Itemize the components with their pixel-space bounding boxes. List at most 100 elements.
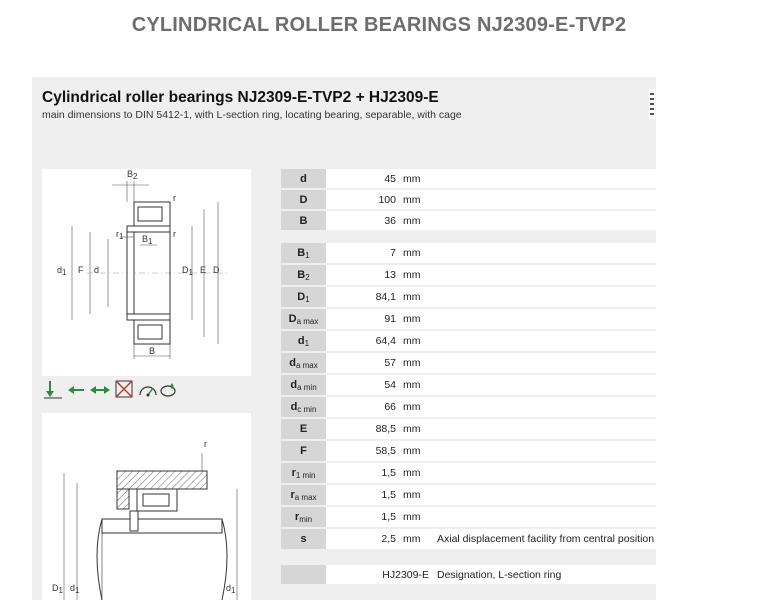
- dimension-symbol: s: [281, 528, 326, 551]
- symbol-letter: B: [297, 246, 306, 259]
- dimension-symbol: D1: [281, 286, 326, 309]
- dimension-value: 66: [326, 396, 398, 419]
- designation-note: Designation, L-section ring: [433, 565, 656, 586]
- dimension-unit: mm: [398, 506, 433, 529]
- dimension-symbol: B2: [281, 264, 326, 287]
- symbol-subscript: a max: [296, 316, 319, 326]
- dimension-note: [433, 264, 656, 287]
- dimension-symbol: ra max: [281, 484, 326, 507]
- dimension-value: 57: [326, 352, 398, 375]
- axial-load-left-icon: [68, 386, 84, 394]
- gap-cell: [281, 231, 656, 243]
- label-bottom-d1a: d1: [70, 583, 80, 595]
- dimension-value: 100: [326, 189, 398, 211]
- dimension-unit: mm: [398, 330, 433, 353]
- table-gap: [281, 550, 656, 565]
- dimension-value: 7: [326, 243, 398, 265]
- dimension-symbol: da min: [281, 374, 326, 397]
- dimension-value: 1,5: [326, 506, 398, 529]
- dimension-note: [433, 330, 656, 353]
- designation-value: HJ2309-E: [326, 565, 433, 586]
- dimension-note: Axial displacement facility from central…: [433, 528, 656, 551]
- label-b2: B2: [127, 169, 138, 181]
- symbol-letter: s: [300, 533, 307, 545]
- dimension-symbol: Da max: [281, 308, 326, 331]
- dimension-note: [433, 169, 656, 190]
- symbol-letter: D: [299, 193, 308, 206]
- symbol-letter: d: [289, 356, 296, 369]
- symbol-letter: D: [288, 312, 297, 325]
- label-r1: r1: [116, 229, 124, 241]
- label-bottom-r: r: [204, 439, 207, 449]
- symbol-subscript: 1: [305, 250, 310, 260]
- designation-symbol: [281, 565, 326, 586]
- dimension-note: [433, 506, 656, 529]
- dimension-value: 91: [326, 308, 398, 331]
- dimension-symbol: dc min: [281, 396, 326, 419]
- dimension-unit: mm: [398, 169, 433, 190]
- panel-subtitle: main dimensions to DIN 5412-1, with L-se…: [42, 109, 462, 121]
- dimension-unit: mm: [398, 264, 433, 287]
- dimension-symbol: F: [281, 440, 326, 463]
- dimension-symbol: B: [281, 210, 326, 232]
- dimension-symbol: D: [281, 189, 326, 211]
- label-bottom-d1b: d1: [226, 583, 236, 595]
- page-title: CYLINDRICAL ROLLER BEARINGS NJ2309-E-TVP…: [131, 14, 627, 36]
- symbol-letter: D: [297, 290, 306, 303]
- property-icons: [44, 379, 204, 401]
- symbol-letter: r: [294, 510, 300, 523]
- dimension-unit: mm: [398, 189, 433, 211]
- gap-cell: [281, 550, 656, 565]
- dimension-note: [433, 286, 656, 309]
- dimension-value: 1,5: [326, 462, 398, 485]
- label-d: d: [94, 265, 100, 275]
- symbol-letter: r: [290, 488, 295, 501]
- dimension-note: [433, 352, 656, 375]
- dimension-note: [433, 484, 656, 507]
- dimension-note: [433, 440, 656, 463]
- label-D: D: [213, 265, 220, 275]
- label-d1: d1: [57, 265, 67, 277]
- symbol-subscript: a max: [295, 360, 318, 370]
- dimension-value: 2,5: [326, 528, 398, 551]
- dimension-note: [433, 210, 656, 232]
- symbol-letter: d: [290, 378, 298, 391]
- dimension-unit: mm: [398, 462, 433, 485]
- dimension-note: [433, 396, 656, 419]
- symbol-letter: B: [297, 268, 306, 281]
- symbol-subscript: 1: [304, 338, 310, 348]
- label-b: B: [149, 346, 156, 356]
- product-panel: Cylindrical roller bearings NJ2309-E-TVP…: [32, 77, 656, 600]
- dimension-value: 45: [326, 169, 398, 190]
- dimension-value: 64,4: [326, 330, 398, 353]
- dimension-value: 1,5: [326, 484, 398, 507]
- dimension-unit: mm: [398, 484, 433, 507]
- label-bottom-D1: D1: [52, 583, 63, 595]
- mounting-drawing: r D1 d1 d1: [42, 413, 251, 600]
- dimension-note: [433, 308, 656, 331]
- symbol-letter: d: [297, 334, 305, 347]
- symbol-letter: F: [300, 445, 307, 457]
- dimension-note: [433, 189, 656, 211]
- dimension-unit: mm: [398, 396, 433, 419]
- bearing-section-drawing: B2 r r r1 B1 d1 F d D1 E D B: [42, 169, 251, 376]
- dimension-value: 54: [326, 374, 398, 397]
- dimension-unit: mm: [398, 308, 433, 331]
- speed-icon: [139, 386, 157, 397]
- symbol-letter: r: [291, 466, 296, 479]
